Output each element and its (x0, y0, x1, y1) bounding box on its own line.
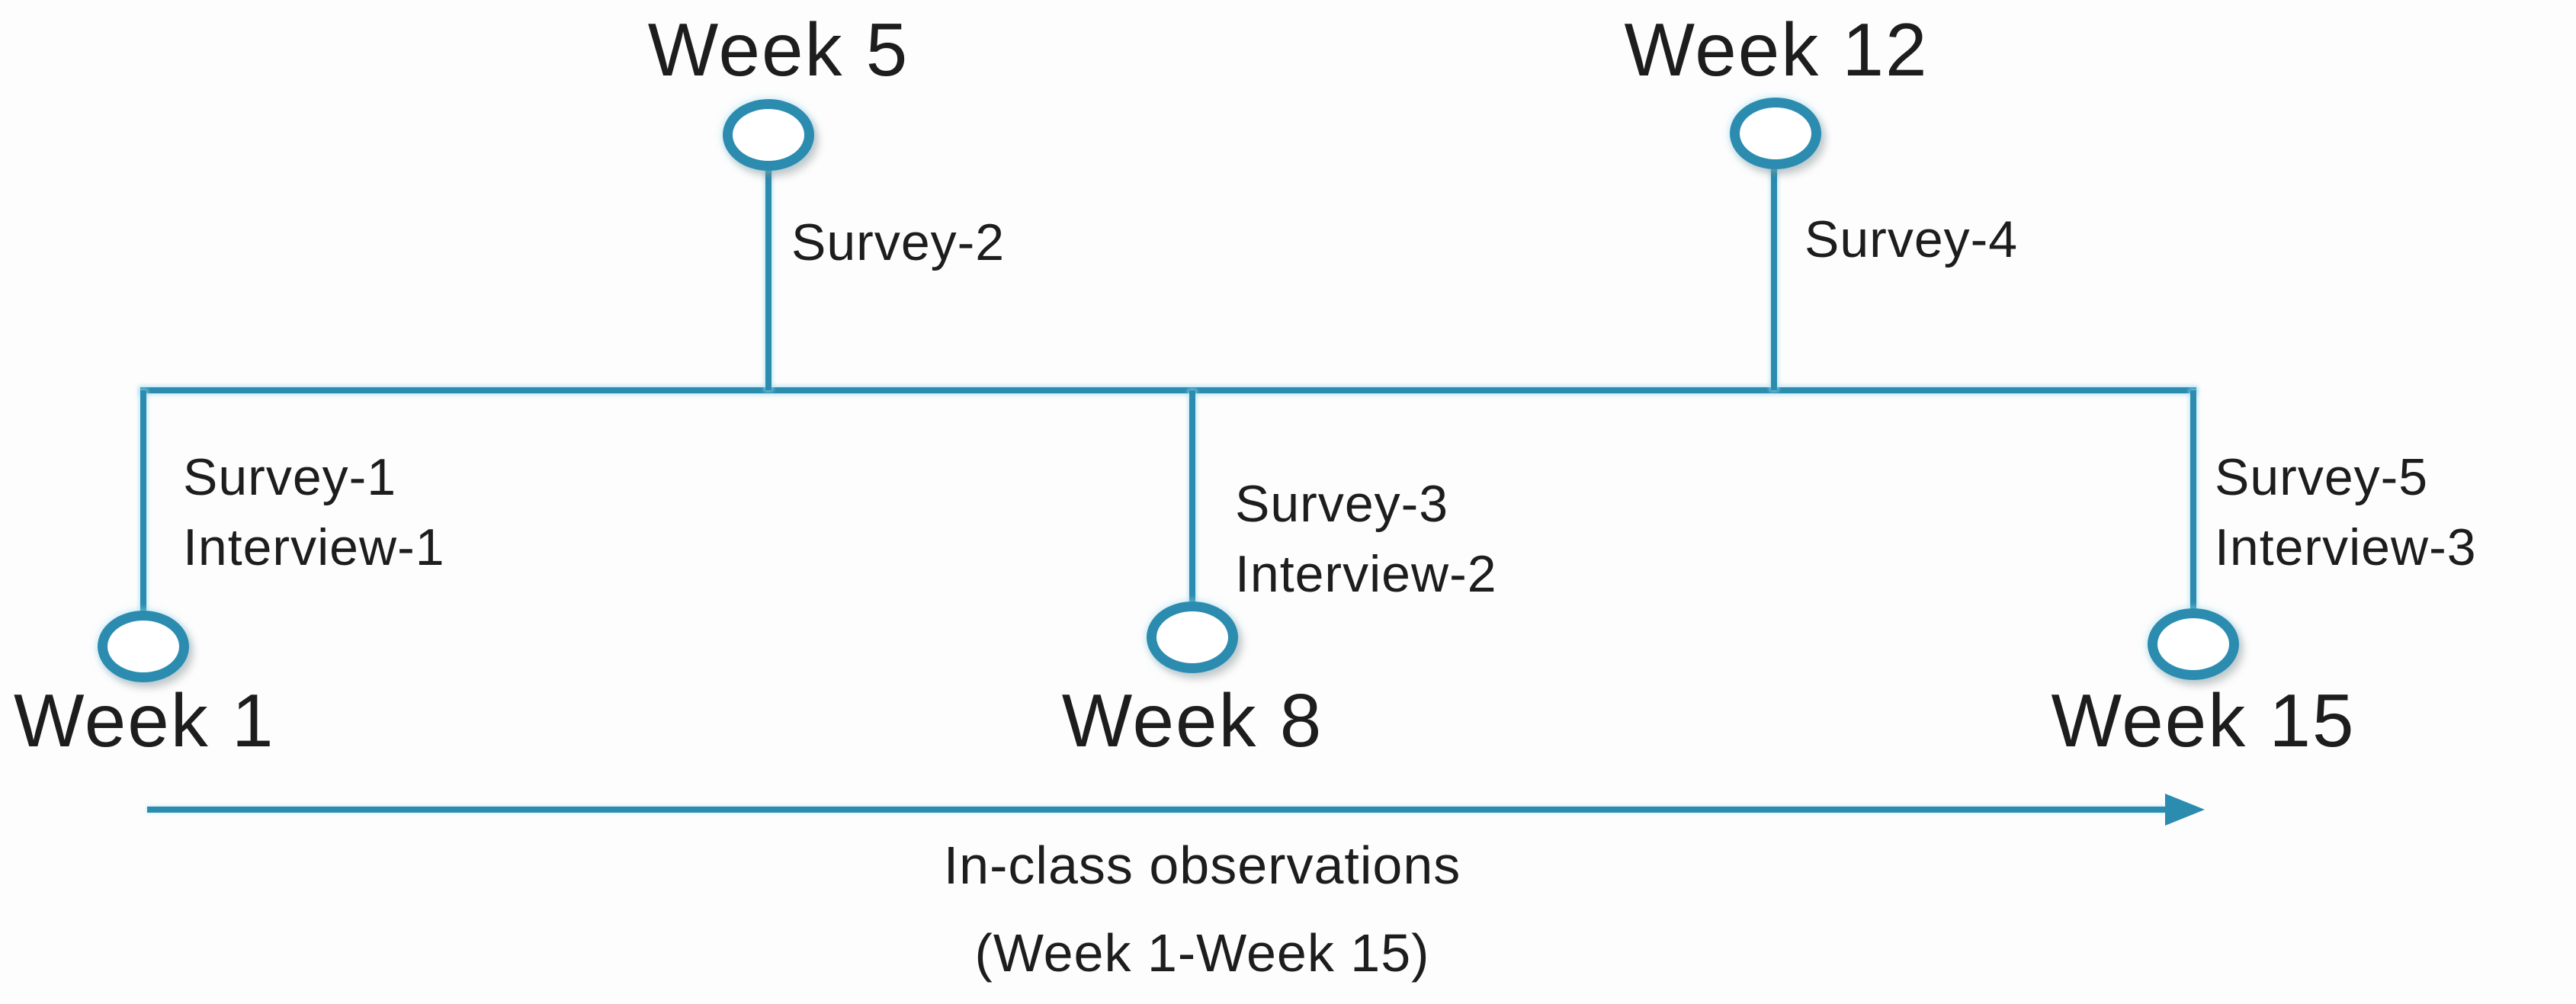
week-5-stem-line (765, 168, 772, 390)
week-1-label: Week 1 (14, 678, 275, 762)
event-label: Interview-3 (2215, 518, 2477, 576)
week-5-label: Week 5 (647, 8, 909, 91)
week-5-node-circle (723, 99, 814, 171)
week-12-events: Survey-4 (1804, 204, 2018, 274)
event-label: Survey-2 (791, 213, 1006, 271)
week-12-label: Week 12 (1624, 8, 1929, 91)
week-15-stem-line (2190, 390, 2196, 611)
week-1-stem-line (140, 390, 146, 614)
week-5-events: Survey-2 (791, 207, 1005, 277)
event-label: Interview-1 (183, 518, 445, 576)
observation-arrow-line (147, 807, 2165, 813)
week-12-stem-line (1771, 165, 1777, 390)
week-8-events: Survey-3 Interview-2 (1235, 469, 1497, 609)
event-label: Survey-1 (183, 448, 397, 506)
week-8-node-circle (1147, 601, 1238, 673)
week-8-label: Week 8 (1061, 678, 1323, 762)
observation-arrow-head-icon (2165, 794, 2205, 826)
week-15-events: Survey-5 Interview-3 (2215, 442, 2477, 582)
timeline-axis-line (140, 387, 2196, 393)
week-1-events: Survey-1 Interview-1 (183, 442, 445, 582)
week-1-node-circle (98, 611, 189, 682)
event-label: Survey-3 (1235, 475, 1449, 533)
week-12-node-circle (1730, 98, 1821, 169)
event-label: Survey-4 (1804, 210, 2019, 268)
event-label: Survey-5 (2215, 448, 2429, 506)
week-8-stem-line (1189, 390, 1195, 605)
observation-caption-line1: In-class observations (943, 836, 1461, 895)
week-15-label: Week 15 (2051, 678, 2356, 762)
event-label: Interview-2 (1235, 545, 1497, 603)
week-15-node-circle (2148, 608, 2239, 680)
observation-caption-line2: (Week 1-Week 15) (974, 923, 1430, 983)
